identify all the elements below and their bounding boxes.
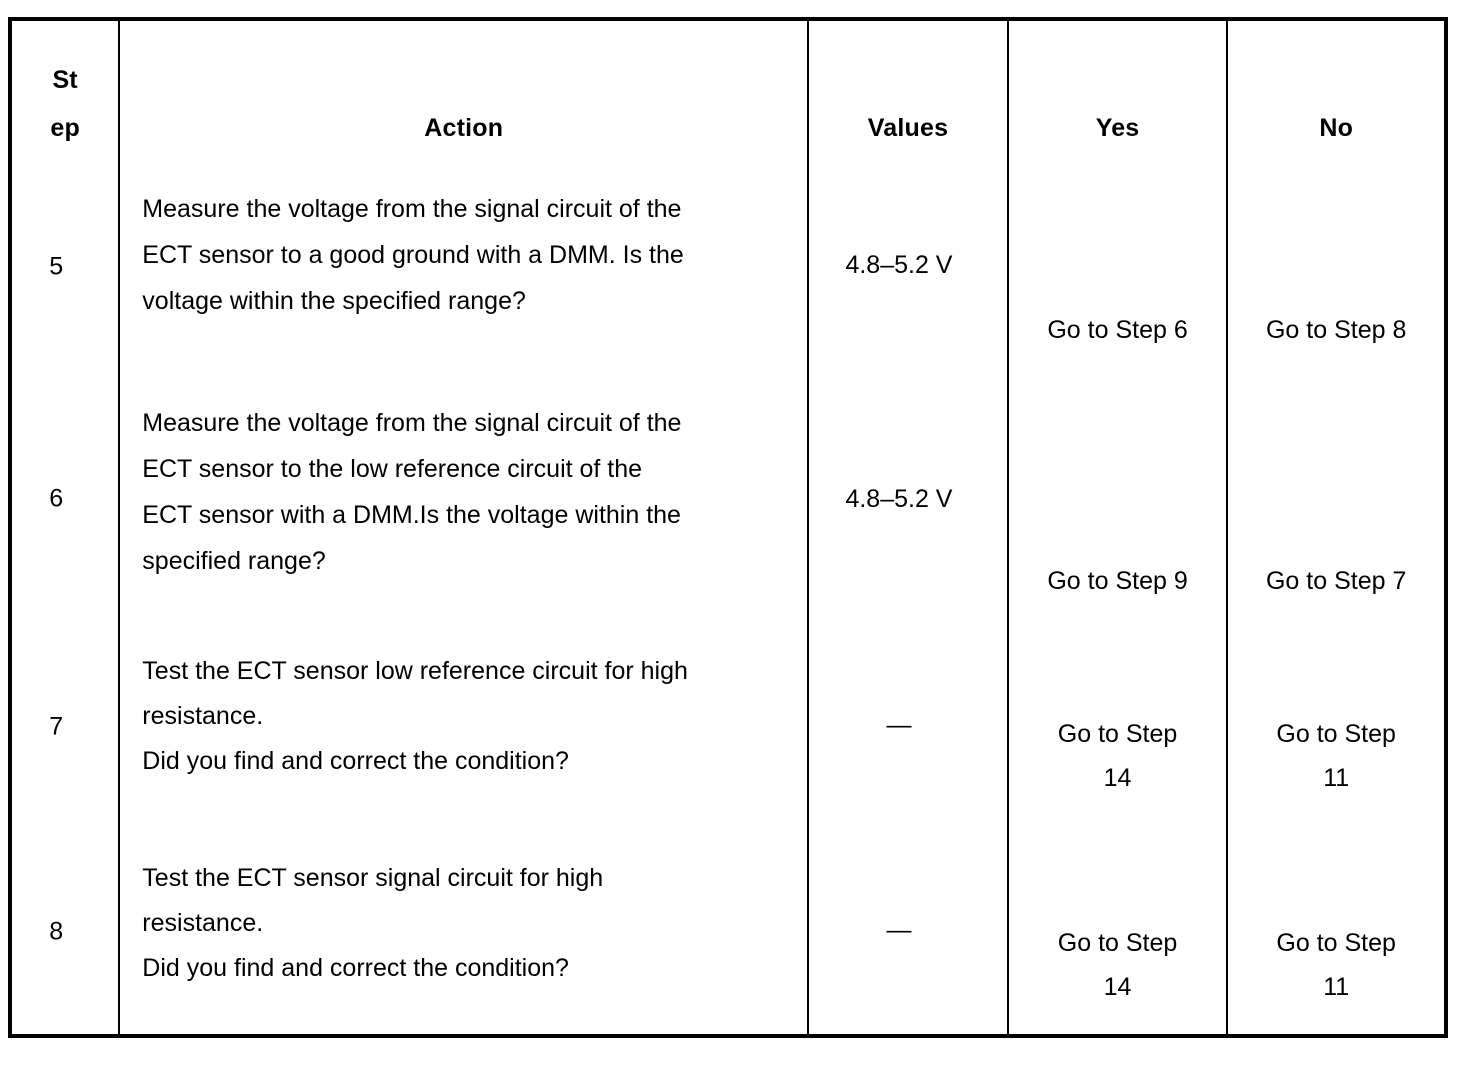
no-branch-text: Go to Step 8 — [1265, 316, 1407, 344]
no-branch-text: Go to Step 7 — [1265, 567, 1407, 595]
column-header-action-label: Action — [424, 114, 504, 142]
step-number: 5 — [49, 252, 64, 281]
diagnostic-step-table: St ep Action Values Yes No — [8, 17, 1448, 1038]
step-cell: 6 — [8, 374, 121, 623]
yes-branch-text: Go to Step 14 — [1057, 929, 1178, 1001]
yes-branch-text: Go to Step 14 — [1057, 720, 1178, 792]
yes-branch-text: Go to Step 6 — [1047, 316, 1188, 344]
table-row: 7 Test the ECT sensor low reference circ… — [8, 623, 1447, 830]
table-row: 5 Measure the voltage from the signal ci… — [8, 160, 1447, 374]
step-cell: 7 — [8, 623, 121, 830]
column-header-no: No — [1226, 19, 1447, 160]
values-cell: — — [807, 830, 1009, 1036]
table-body: 5 Measure the voltage from the signal ci… — [8, 160, 1447, 1036]
column-header-action: Action — [118, 19, 810, 160]
step-number: 6 — [49, 484, 64, 512]
values-text: 4.8–5.2 V — [845, 251, 953, 279]
column-header-yes-label: Yes — [1095, 114, 1140, 142]
no-cell: Go to Step 7 — [1226, 374, 1447, 623]
action-cell: Measure the voltage from the signal circ… — [118, 374, 810, 623]
action-text: Test the ECT sensor signal circuit for h… — [142, 864, 604, 982]
no-cell: Go to Step 11 — [1226, 830, 1447, 1036]
no-branch-text: Go to Step 11 — [1276, 929, 1396, 1001]
column-header-step-line2: ep — [50, 114, 80, 142]
column-header-values-label: Values — [867, 114, 949, 142]
step-cell: 8 — [8, 830, 121, 1036]
step-cell: 5 — [8, 160, 121, 374]
yes-cell: Go to Step 6 — [1006, 160, 1229, 374]
no-cell: Go to Step 8 — [1226, 160, 1447, 374]
action-text: Test the ECT sensor low reference circui… — [142, 657, 688, 775]
table-row: 8 Test the ECT sensor signal circuit for… — [8, 830, 1447, 1036]
yes-branch-text: Go to Step 9 — [1047, 567, 1188, 595]
column-header-values: Values — [807, 19, 1009, 160]
action-text: Measure the voltage from the signal circ… — [142, 195, 684, 315]
values-text: — — [886, 711, 912, 739]
yes-cell: Go to Step 9 — [1006, 374, 1229, 623]
values-text: 4.8–5.2 V — [845, 485, 953, 513]
column-header-step: St ep — [8, 19, 121, 160]
values-cell: 4.8–5.2 V — [807, 160, 1009, 374]
table-header: St ep Action Values Yes No — [8, 19, 1447, 160]
no-branch-text: Go to Step 11 — [1276, 720, 1396, 792]
table-row: 6 Measure the voltage from the signal ci… — [8, 374, 1447, 623]
action-cell: Test the ECT sensor signal circuit for h… — [118, 830, 810, 1036]
values-cell: — — [807, 623, 1009, 830]
column-header-yes: Yes — [1006, 19, 1229, 160]
step-number: 8 — [49, 917, 64, 946]
yes-cell: Go to Step 14 — [1006, 623, 1229, 830]
step-number: 7 — [49, 712, 64, 740]
action-cell: Test the ECT sensor low reference circui… — [118, 623, 810, 830]
column-header-step-line1: St — [52, 66, 78, 94]
column-header-no-label: No — [1319, 114, 1354, 142]
values-text: — — [886, 916, 912, 944]
yes-cell: Go to Step 14 — [1006, 830, 1229, 1036]
action-cell: Measure the voltage from the signal circ… — [118, 160, 810, 374]
values-cell: 4.8–5.2 V — [807, 374, 1009, 623]
table-header-row: St ep Action Values Yes No — [8, 19, 1447, 160]
no-cell: Go to Step 11 — [1226, 623, 1447, 830]
action-text: Measure the voltage from the signal circ… — [142, 409, 682, 575]
